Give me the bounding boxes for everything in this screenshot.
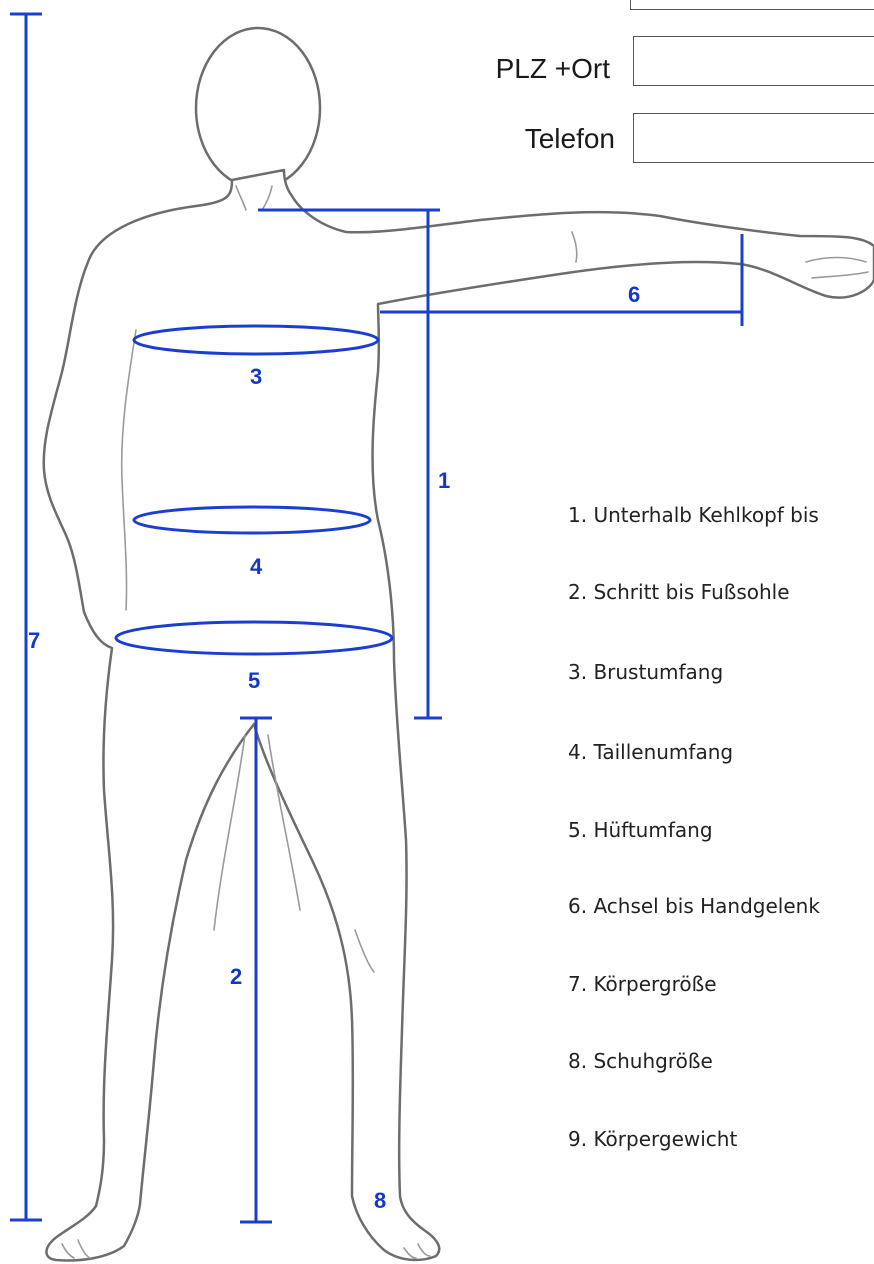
head xyxy=(196,28,320,188)
measure-4-label: 4 xyxy=(250,554,263,579)
measure-3-label: 3 xyxy=(250,364,262,389)
measure-8-label: 8 xyxy=(374,1188,386,1213)
legend-item: 6. Achsel bis Handgelenk xyxy=(568,894,820,918)
measure-1-label: 1 xyxy=(438,468,450,493)
measure-6-label: 6 xyxy=(628,282,640,307)
legend-item: 5. Hüftumfang xyxy=(568,818,713,842)
legend-item: 1. Unterhalb Kehlkopf bis xyxy=(568,503,819,527)
legend-item: 8. Schuhgröße xyxy=(568,1049,713,1073)
legend-item: 4. Taillenumfang xyxy=(568,740,733,764)
measure-5-label: 5 xyxy=(248,668,260,693)
measure-2-label: 2 xyxy=(230,964,242,989)
legend-item: 2. Schritt bis Fußsohle xyxy=(568,580,790,604)
body-silhouette xyxy=(44,170,874,1260)
measure-7-label: 7 xyxy=(28,628,40,653)
legend-item: 7. Körpergröße xyxy=(568,972,717,996)
legend-item: 3. Brustumfang xyxy=(568,660,723,684)
legend-item: 9. Körpergewicht xyxy=(568,1127,737,1151)
